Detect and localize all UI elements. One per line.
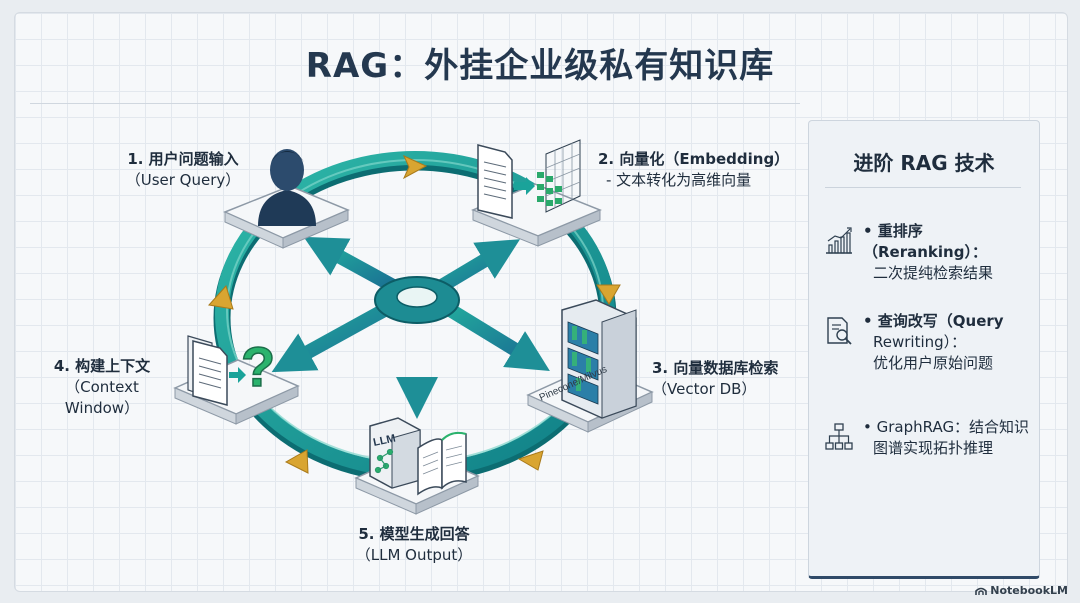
ring-direction-arrows xyxy=(208,154,621,474)
panel-divider xyxy=(825,187,1021,188)
brand-label: NotebookLM xyxy=(990,584,1068,597)
question-mark-icon: ? xyxy=(241,335,275,398)
hub-spokes xyxy=(271,236,550,419)
advanced-rag-panel: 进阶 RAG 技术 • 重排序（Reranking）： 二次提纯检索结果 • 查… xyxy=(808,120,1040,579)
ring-arrow-right xyxy=(596,284,621,305)
document-icon xyxy=(477,144,513,219)
ring-arrow-top xyxy=(402,154,428,180)
ring-arrow-left xyxy=(208,285,234,310)
hub xyxy=(374,276,460,324)
embed-arrow-icon xyxy=(514,177,535,195)
ring-arrow-bottom-right xyxy=(517,450,544,471)
llm-chip-icon: LLM xyxy=(369,417,421,489)
search-doc-icon xyxy=(827,317,852,345)
panel-title: 进阶 RAG 技术 xyxy=(853,151,995,175)
rag-cycle-diagram: Pinecone/Milvus ? LLM xyxy=(173,139,654,515)
step-2-label: 2. 向量化（Embedding） - 文本转化为高维向量 xyxy=(598,150,790,189)
node-user-query xyxy=(223,149,350,249)
step-5-label: 5. 模型生成回答 （LLM Output） xyxy=(355,525,473,564)
step-4-label: 4. 构建上下文 （Context Window） xyxy=(53,357,151,417)
page-title: RAG：外挂企业级私有知识库 xyxy=(305,46,775,86)
node-context-window: ? xyxy=(173,334,300,425)
step-1-label: 1. 用户问题输入 （User Query） xyxy=(125,150,241,189)
server-rack-icon xyxy=(561,299,637,419)
user-icon xyxy=(258,149,316,226)
notebooklm-logo-icon xyxy=(975,587,988,595)
vector-grid-icon xyxy=(537,139,581,213)
step-3-label: 3. 向量数据库检索 （Vector DB） xyxy=(652,359,779,398)
context-arrow-icon xyxy=(229,367,246,383)
node-embedding xyxy=(471,139,602,247)
notebooklm-brand: NotebookLM xyxy=(975,584,1068,597)
documents-stack-icon xyxy=(187,335,228,406)
title-divider xyxy=(30,103,800,104)
node-vector-db: Pinecone/Milvus xyxy=(526,299,654,433)
ring-arrow-bottom-left xyxy=(284,449,309,474)
graph-icon xyxy=(825,423,853,450)
node-llm-output: LLM xyxy=(354,417,480,515)
llm-label: LLM xyxy=(372,432,397,448)
chart-icon xyxy=(826,227,852,254)
open-book-icon xyxy=(417,431,467,496)
